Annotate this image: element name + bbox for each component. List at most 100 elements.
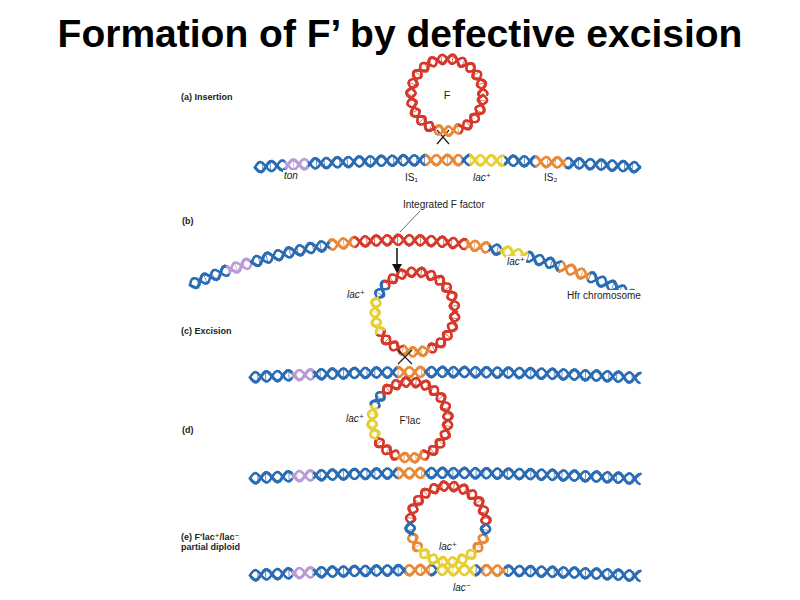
base-pair xyxy=(524,156,525,166)
base-pair xyxy=(466,241,467,248)
base-pair xyxy=(398,367,399,377)
dna-strand xyxy=(353,160,355,163)
base-pair xyxy=(478,156,479,164)
base-pair xyxy=(493,157,494,165)
base-pair xyxy=(574,269,576,274)
base-pair xyxy=(443,237,445,246)
base-pair xyxy=(328,243,330,247)
base-pair xyxy=(497,245,499,255)
base-pair xyxy=(445,469,446,476)
base-pair xyxy=(532,158,533,164)
base-pair xyxy=(416,156,417,164)
base-pair xyxy=(351,239,353,246)
base-pair xyxy=(351,471,352,478)
base-pair xyxy=(570,159,571,167)
dna-strand xyxy=(513,372,515,375)
base-pair xyxy=(632,163,634,172)
base-pair xyxy=(305,249,306,250)
base-pair xyxy=(296,472,297,479)
base-pair xyxy=(609,162,610,169)
base-pair xyxy=(420,236,421,246)
base-pair xyxy=(265,473,267,483)
base-pair xyxy=(428,238,429,245)
base-pair xyxy=(515,472,516,476)
base-pair xyxy=(460,471,461,476)
base-pair xyxy=(390,369,391,376)
base-pair xyxy=(476,367,477,377)
base-pair xyxy=(558,262,561,271)
dna-strand xyxy=(326,473,328,476)
dna-strand xyxy=(507,159,509,162)
base-pair xyxy=(296,371,297,378)
base-pair xyxy=(543,260,545,263)
base-pair xyxy=(538,471,539,478)
base-pair xyxy=(555,158,556,167)
base-pair xyxy=(406,470,407,476)
base-pair xyxy=(512,252,513,253)
base-pair xyxy=(539,161,540,164)
base-pair xyxy=(507,368,508,378)
base-pair xyxy=(351,370,352,377)
base-pair xyxy=(452,367,453,377)
base-pair xyxy=(320,471,321,480)
base-pair xyxy=(257,474,258,482)
dna-strand xyxy=(513,473,515,476)
base-pair xyxy=(204,274,208,283)
base-pair xyxy=(515,371,516,375)
base-pair xyxy=(316,159,317,168)
base-pair xyxy=(397,235,398,245)
base-pair xyxy=(476,468,477,478)
base-pair xyxy=(335,371,336,377)
base-pair xyxy=(285,162,286,168)
base-pair xyxy=(507,469,508,479)
base-pair xyxy=(550,259,553,268)
base-pair xyxy=(297,247,299,255)
base-pair xyxy=(332,162,333,164)
base-pair xyxy=(273,475,274,479)
dna-strand xyxy=(276,165,278,168)
base-pair xyxy=(413,472,414,475)
base-pair xyxy=(312,471,313,480)
base-pair xyxy=(437,472,438,474)
base-pair xyxy=(437,371,438,373)
base-pair xyxy=(624,376,625,378)
base-pair xyxy=(281,373,282,378)
base-pair xyxy=(385,160,386,163)
base-pair xyxy=(593,372,594,378)
base-pair xyxy=(424,155,425,165)
base-pair xyxy=(577,372,578,378)
base-pair xyxy=(435,240,436,242)
dna-strand xyxy=(564,267,567,269)
base-pair xyxy=(522,472,523,477)
base-pair xyxy=(593,162,594,167)
base-pair xyxy=(288,472,289,482)
dna-helices xyxy=(190,155,640,581)
base-pair xyxy=(481,245,483,250)
base-pair xyxy=(499,470,500,478)
base-pair xyxy=(274,254,275,258)
dna-strand xyxy=(638,483,640,484)
base-pair xyxy=(278,164,279,167)
base-pair xyxy=(359,473,360,475)
base-pair xyxy=(530,469,531,479)
base-pair xyxy=(421,468,422,478)
base-pair xyxy=(462,159,463,162)
base-pair xyxy=(569,474,570,477)
base-pair xyxy=(468,471,469,475)
base-pair xyxy=(196,279,199,285)
base-pair xyxy=(339,158,340,166)
base-pair xyxy=(270,162,272,172)
base-pair xyxy=(563,162,564,164)
base-pair xyxy=(398,468,399,478)
base-pair xyxy=(474,241,476,251)
base-pair xyxy=(468,370,469,374)
base-pair xyxy=(578,159,580,169)
base-pair xyxy=(597,279,598,281)
base-pair xyxy=(366,469,367,478)
base-pair xyxy=(470,155,471,164)
base-pair xyxy=(516,158,517,163)
base-pair xyxy=(401,156,402,164)
base-pair xyxy=(538,370,539,377)
dna-strand xyxy=(638,382,640,383)
base-pair xyxy=(527,252,530,262)
